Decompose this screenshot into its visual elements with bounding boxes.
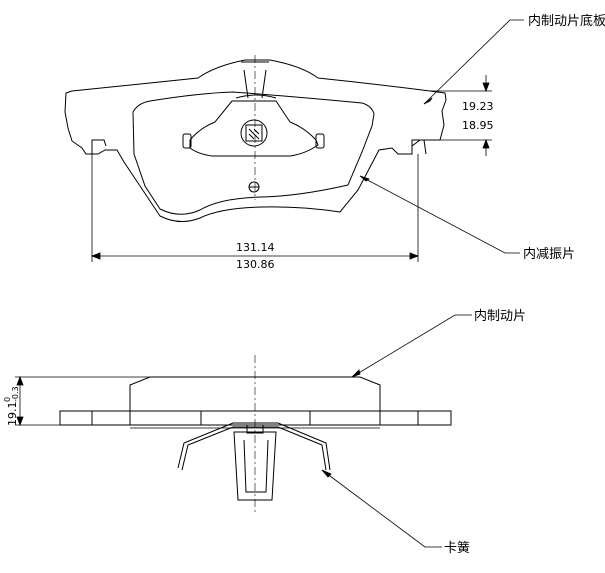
clip-center-inner xyxy=(243,439,269,493)
height-tol-upper-text: 0 xyxy=(3,397,12,402)
thickness-max-text: 19.23 xyxy=(462,100,494,113)
width-max-text: 131.14 xyxy=(236,241,275,254)
side-view xyxy=(59,355,452,512)
thickness-min-text: 18.95 xyxy=(462,119,494,132)
center-rivet-hatch xyxy=(248,128,260,140)
clip-side xyxy=(177,422,331,471)
shim-label: 内减振片 xyxy=(523,246,575,262)
height-dimension xyxy=(15,375,150,427)
right-ear xyxy=(315,133,325,149)
shim-outline xyxy=(132,91,375,215)
side-leaders xyxy=(321,314,472,548)
thickness-dimension xyxy=(430,75,492,156)
left-ear xyxy=(182,133,192,149)
width-min-text: 130.86 xyxy=(236,258,275,271)
backing-plate-label: 内制动片底板 xyxy=(528,13,605,29)
backing-plate-outline xyxy=(64,59,447,222)
clip-top-arc xyxy=(235,94,277,99)
height-text-group: 19.1 0 -0.3 xyxy=(3,386,20,426)
height-tol-lower-text: -0.3 xyxy=(11,386,20,402)
right-tab xyxy=(411,139,427,155)
top-view xyxy=(64,55,447,222)
center-rivet-square xyxy=(245,124,263,142)
clip-label: 卡簧 xyxy=(444,540,470,556)
clip-body xyxy=(189,100,319,157)
center-rivet-outer xyxy=(240,119,268,147)
height-nominal-text: 19.1 xyxy=(6,402,19,427)
brake-pad-label: 内制动片 xyxy=(474,308,526,324)
top-leaders xyxy=(359,19,524,254)
width-dimension xyxy=(90,154,420,262)
clip-center-body xyxy=(233,431,277,501)
left-tab xyxy=(91,139,107,154)
